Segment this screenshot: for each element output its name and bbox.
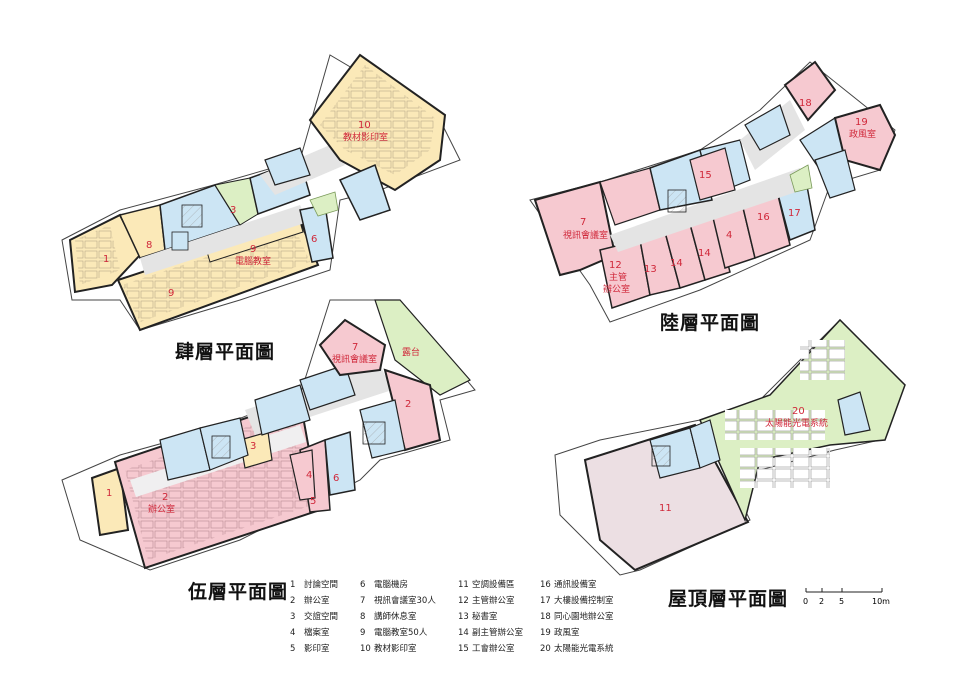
room-number-1: 1 bbox=[103, 254, 109, 265]
room-number-2-b: 2 bbox=[405, 399, 411, 410]
room-name-10: 教材影印室 bbox=[343, 131, 388, 143]
scale-tick-5: 5 bbox=[839, 597, 844, 606]
room-number-20: 20 bbox=[792, 406, 805, 417]
sixth-floor-room-labels: 7 視訊會議室 12 主管 辦公室 13 14 14 4 15 16 17 18… bbox=[563, 98, 876, 295]
room-name-12-line1: 主管 bbox=[609, 271, 627, 283]
room-number-7: 7 bbox=[580, 217, 586, 228]
fifth-floor-plan bbox=[61, 299, 476, 571]
scale-tick-10m: 10m bbox=[872, 597, 890, 606]
fifth-floor-title: 伍層平面圖 bbox=[188, 581, 289, 603]
room-number-18: 18 bbox=[799, 98, 812, 109]
room-number-17: 17 bbox=[788, 208, 801, 219]
sixth-floor-plan bbox=[529, 60, 897, 323]
room-number-4: 4 bbox=[306, 470, 312, 481]
room-number-9-a: 9 bbox=[250, 244, 256, 255]
room-number-3: 3 bbox=[230, 205, 236, 216]
room-name-9-a: 電腦教室 bbox=[235, 255, 271, 267]
room-number-12: 12 bbox=[609, 260, 622, 271]
fourth-floor-plan bbox=[61, 53, 461, 332]
terrace-label: 露台 bbox=[402, 346, 420, 358]
scale-bar: 0 2 5 10m bbox=[803, 588, 890, 606]
room-number-10: 10 bbox=[358, 120, 371, 131]
room-number-15: 15 bbox=[699, 170, 712, 181]
room-name-19: 政風室 bbox=[849, 128, 876, 140]
room-name-7: 視訊會議室 bbox=[563, 229, 608, 241]
room-number-13: 13 bbox=[644, 264, 657, 275]
fifth-floor-room-labels: 1 2 辦公室 3 4 5 6 7 視訊會議室 2 露台 bbox=[106, 342, 420, 515]
room-number-11: 11 bbox=[659, 503, 672, 514]
room-number-6: 6 bbox=[311, 234, 317, 245]
sixth-floor-title: 陸層平面圖 bbox=[660, 312, 761, 334]
room-number-6: 6 bbox=[333, 473, 339, 484]
roof-floor-plan bbox=[554, 318, 906, 576]
fourth-floor-room-labels: 1 8 9 電腦教室 9 3 6 10 教材影印室 bbox=[103, 120, 388, 299]
room-number-1: 1 bbox=[106, 488, 112, 499]
room-number-14-b: 14 bbox=[698, 248, 711, 259]
room-number-8: 8 bbox=[146, 240, 152, 251]
room-name-20: 太陽能光電系統 bbox=[765, 417, 828, 429]
room-number-9-b: 9 bbox=[168, 288, 174, 299]
scale-tick-2: 2 bbox=[819, 597, 824, 606]
room-name-12-line2: 辦公室 bbox=[603, 283, 630, 295]
scale-tick-0: 0 bbox=[803, 597, 808, 606]
room-number-3: 3 bbox=[250, 441, 256, 452]
roof-floor-title: 屋頂層平面圖 bbox=[668, 588, 789, 610]
room-number-7: 7 bbox=[352, 342, 358, 353]
room-number-5: 5 bbox=[310, 496, 316, 507]
room-name-2-a: 辦公室 bbox=[148, 503, 175, 515]
roof-floor-room-labels: 11 20 太陽能光電系統 bbox=[659, 406, 828, 514]
room-number-4: 4 bbox=[726, 230, 732, 241]
fourth-floor-title: 肆層平面圖 bbox=[175, 341, 276, 363]
room-number-16: 16 bbox=[757, 212, 770, 223]
room-number-14-a: 14 bbox=[670, 258, 683, 269]
room-number-2-a: 2 bbox=[162, 492, 168, 503]
room-number-19: 19 bbox=[855, 117, 868, 128]
room-name-7: 視訊會議室 bbox=[332, 353, 377, 365]
